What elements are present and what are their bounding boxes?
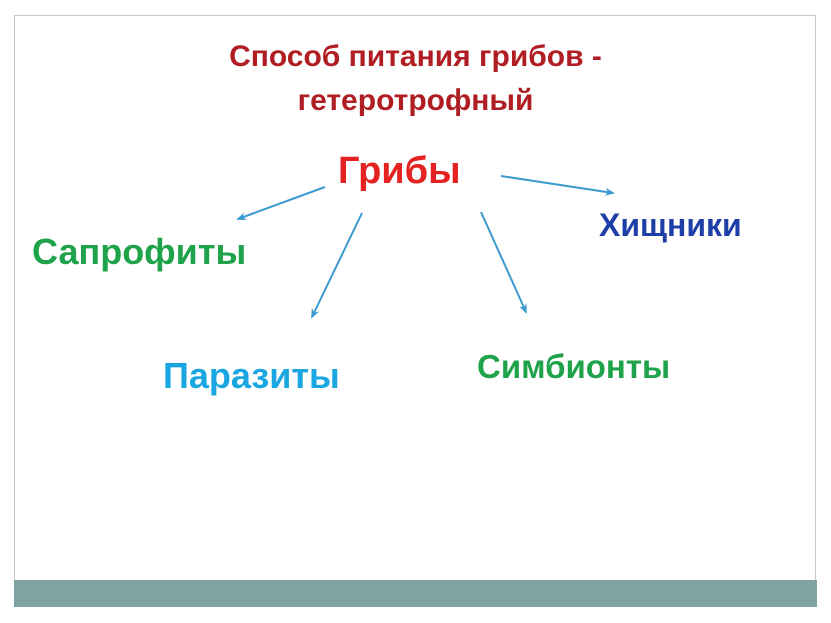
footer-bar (14, 580, 817, 607)
node-saprophytes: Сапрофиты (32, 231, 247, 272)
node-fungi: Грибы (338, 150, 461, 192)
slide-title: Способ питания грибов - гетеротрофный (0, 35, 831, 123)
node-symbionts: Симбионты (477, 348, 671, 385)
title-line-1: Способ питания грибов - (229, 40, 602, 73)
node-parasites: Паразиты (163, 355, 340, 396)
node-predators: Хищники (599, 207, 742, 243)
slide-frame (14, 15, 816, 607)
title-line-2: гетеротрофный (297, 84, 534, 117)
